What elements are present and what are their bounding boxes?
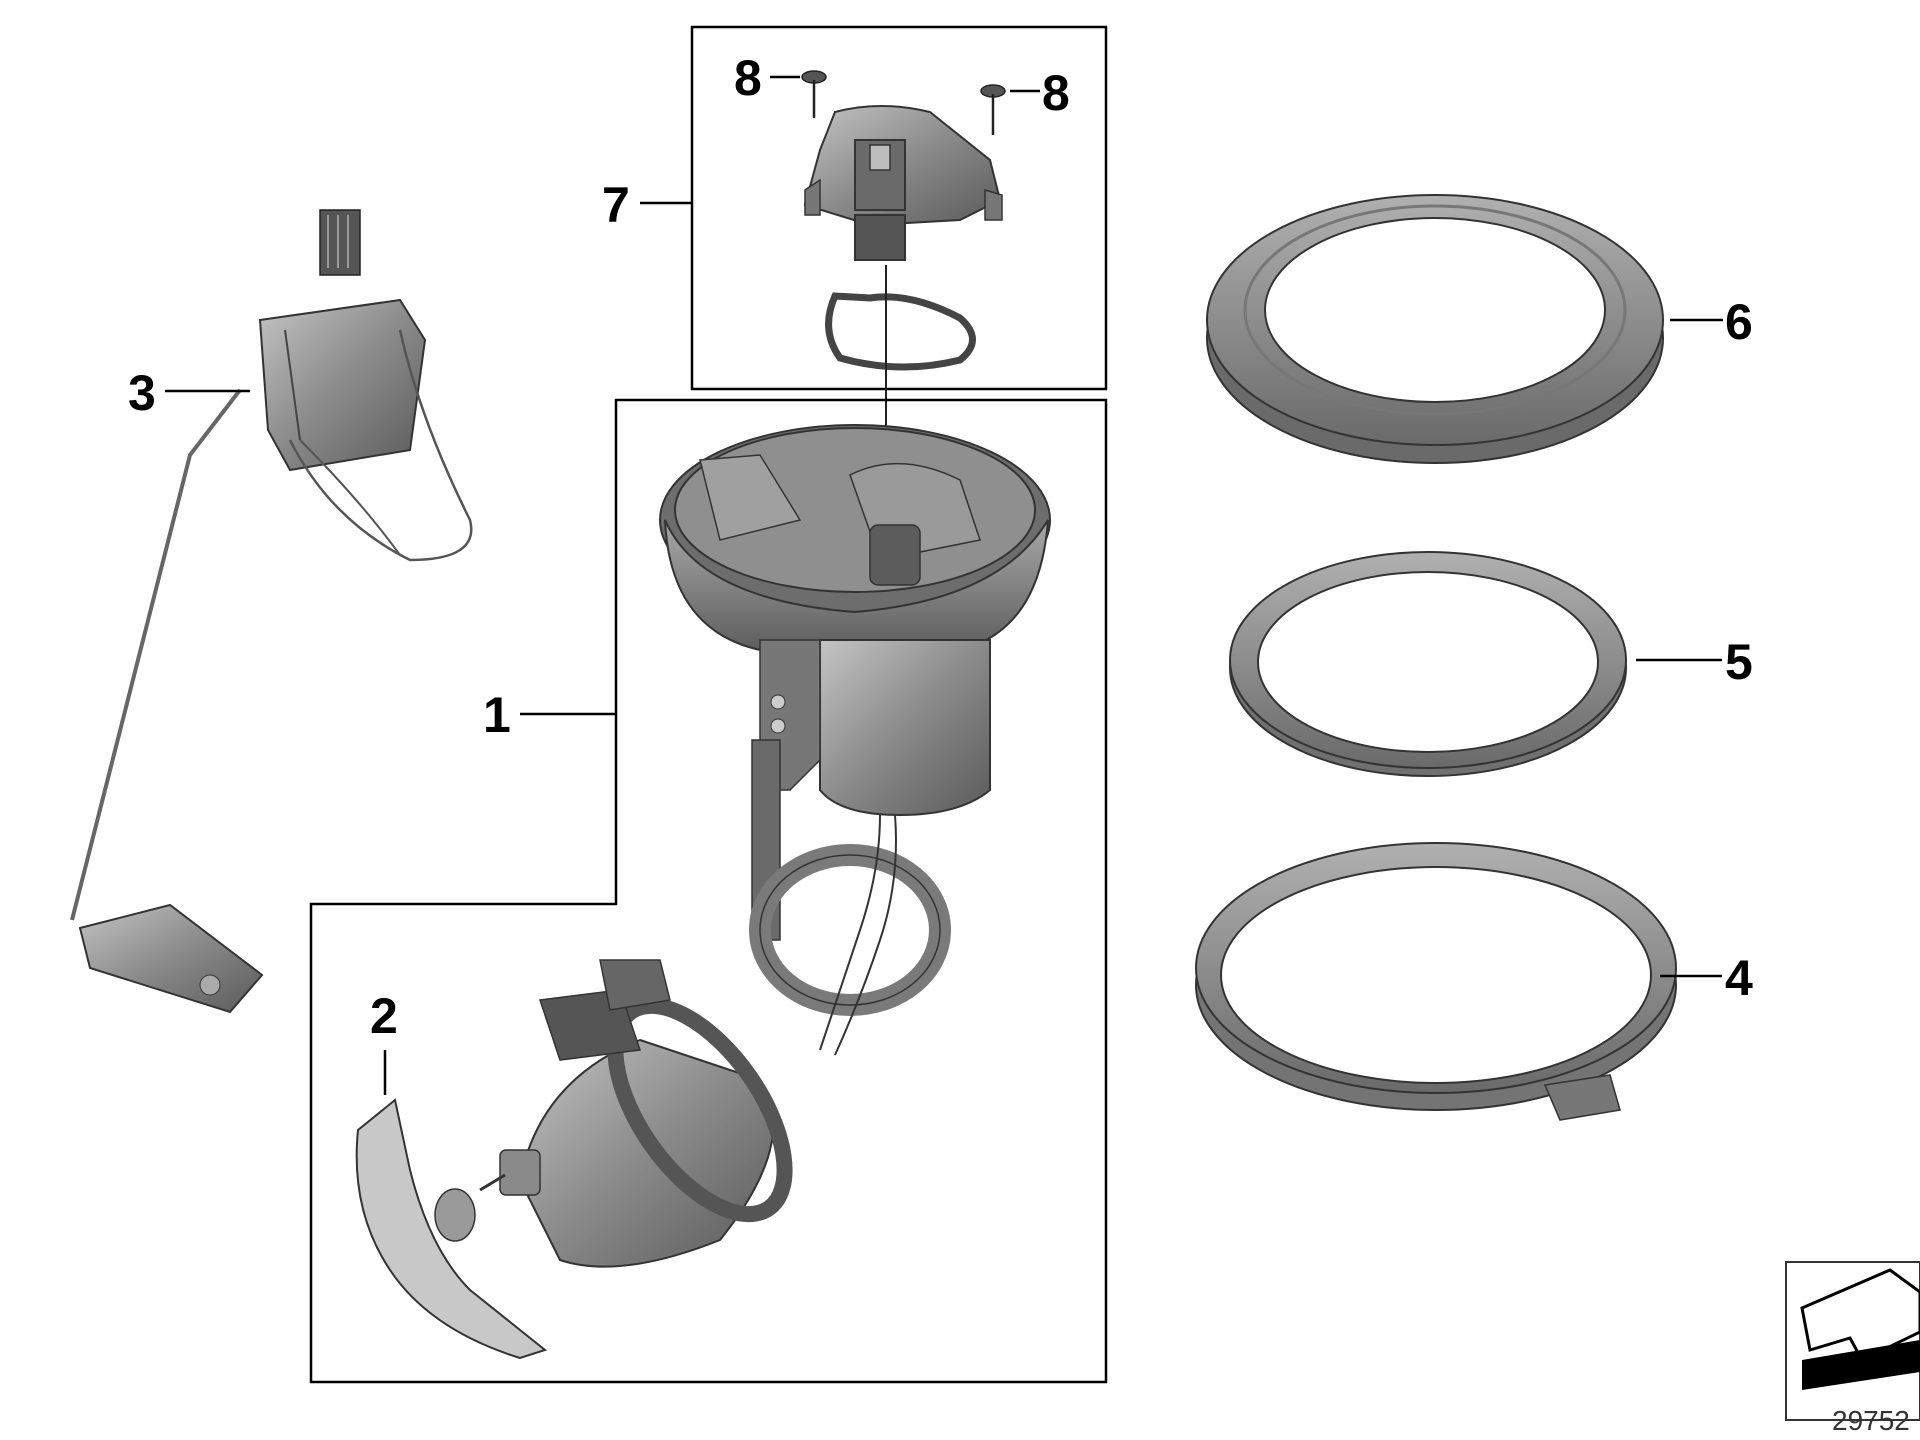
part-3-level-sensor[interactable] bbox=[70, 209, 473, 1014]
part-1-frame bbox=[309, 398, 1108, 1384]
callout-8a: 8 bbox=[734, 50, 762, 106]
callout-1: 1 bbox=[483, 687, 511, 743]
return-arrow-icon bbox=[1785, 1261, 1920, 1421]
part-2-filter[interactable] bbox=[355, 1098, 548, 1360]
part-6-lock-ring[interactable] bbox=[1206, 194, 1664, 464]
callout-3: 3 bbox=[128, 365, 156, 421]
part-4-retaining-ring[interactable] bbox=[1195, 842, 1677, 1121]
part-7-frame bbox=[690, 25, 1108, 391]
part-7-seal[interactable] bbox=[825, 292, 976, 371]
callout-5: 5 bbox=[1725, 634, 1753, 690]
part-5-seal-ring[interactable] bbox=[1229, 551, 1627, 777]
part-8-screw-left[interactable] bbox=[801, 70, 827, 118]
callout-4: 4 bbox=[1725, 950, 1753, 1006]
part-1-fuel-pump-module[interactable] bbox=[434, 424, 1051, 1268]
callout-2: 2 bbox=[370, 988, 398, 1044]
callout-6: 6 bbox=[1725, 294, 1753, 350]
part-8-screw-right[interactable] bbox=[980, 84, 1006, 135]
callout-8b: 8 bbox=[1042, 65, 1070, 121]
document-number: 29752 bbox=[1832, 1405, 1910, 1436]
callout-7: 7 bbox=[602, 177, 630, 233]
part-7-connector-cover[interactable] bbox=[803, 105, 1003, 261]
